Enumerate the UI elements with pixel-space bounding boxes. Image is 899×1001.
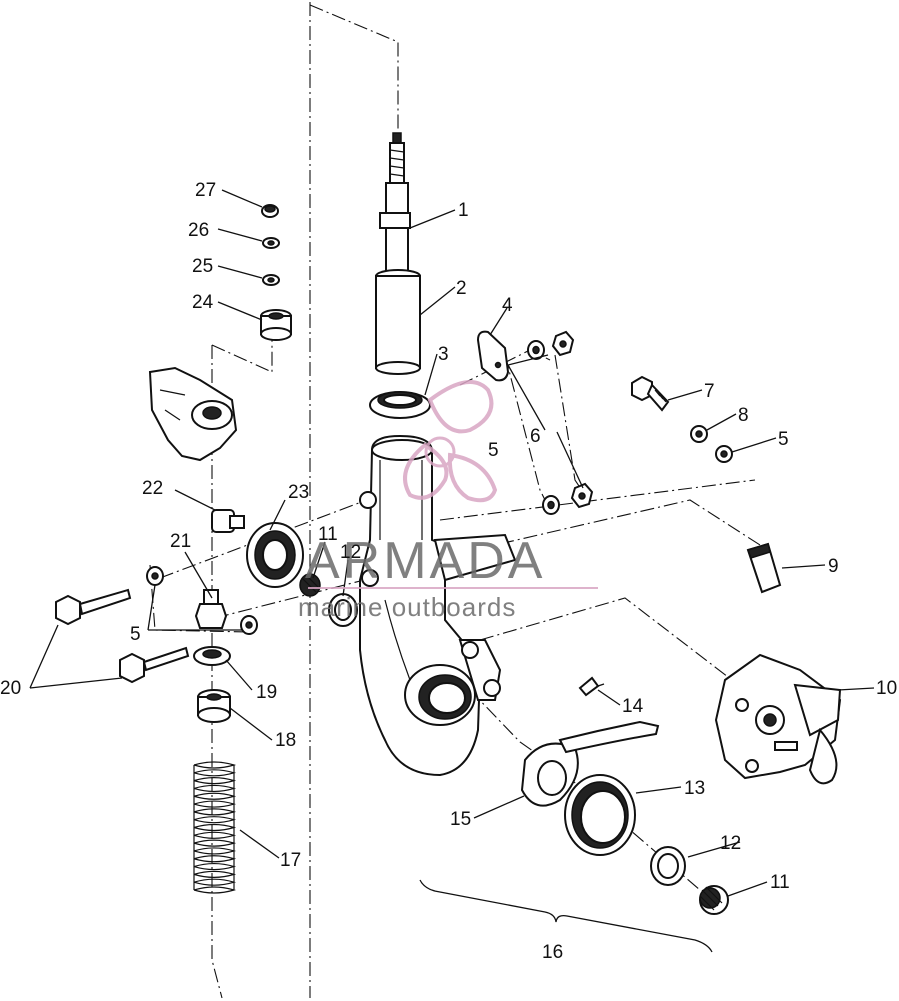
pivot-pin (211, 509, 245, 533)
bearing-cone-right (699, 885, 729, 915)
washer-lower (542, 495, 560, 515)
callout-4: 4 (502, 295, 513, 316)
shim-washer (520, 742, 579, 807)
callout-26: 26 (188, 220, 209, 241)
wedge-block (746, 542, 782, 594)
bushing-18 (197, 689, 231, 723)
callout-1: 1 (458, 200, 469, 221)
bushing (375, 269, 421, 375)
cover-assembly (714, 653, 842, 785)
callout-14: 14 (622, 696, 644, 717)
callout-8: 8 (738, 405, 749, 426)
group-bracket-16 (419, 879, 713, 953)
washer-26 (262, 237, 280, 249)
callout-13: 13 (684, 778, 705, 799)
bolt-20-upper (55, 588, 132, 626)
callout-2: 2 (456, 278, 467, 299)
bearing-cup (564, 774, 636, 856)
callout-23: 23 (288, 482, 309, 503)
watermark-brand: ARMADA (305, 532, 545, 590)
seal-ring-right (650, 846, 686, 886)
bearing-cone-left (299, 573, 321, 597)
callout-22: 22 (142, 478, 163, 499)
callout-25: 25 (192, 256, 213, 277)
callout-16: 16 (542, 942, 563, 963)
callout-labels: 1 2 3 4 5 5 5 6 7 8 9 10 11 11 12 12 13 … (0, 180, 897, 963)
callout-5-right: 5 (778, 429, 789, 450)
watermark: ARMADA marine outboards (298, 380, 598, 622)
propeller-logo-icon (403, 380, 498, 503)
callout-11-right: 11 (770, 872, 790, 893)
bolt-7 (631, 375, 670, 412)
callout-5-left: 5 (130, 624, 141, 645)
thrust-washer (369, 391, 431, 419)
mounting-bracket (148, 366, 238, 462)
callout-21: 21 (170, 531, 191, 552)
steering-shaft (379, 132, 411, 274)
callout-9: 9 (828, 556, 839, 577)
callout-7: 7 (704, 381, 715, 402)
washer-upper (527, 340, 545, 360)
assembly-center-lines (149, 2, 761, 999)
washer-5-left-a (146, 566, 164, 586)
callout-15: 15 (450, 809, 471, 830)
fitting-21 (194, 589, 228, 629)
callout-6: 6 (530, 426, 541, 447)
grease-fitting (578, 676, 605, 697)
callout-20: 20 (0, 678, 21, 699)
bolt-20-lower (119, 646, 190, 684)
washer-5-left-b (240, 615, 258, 635)
callout-5-center: 5 (488, 440, 499, 461)
leader-lines (29, 189, 875, 897)
tab-plate (476, 330, 510, 382)
callout-24: 24 (192, 292, 214, 313)
callout-12-left: 12 (340, 542, 361, 563)
callout-27: 27 (195, 180, 216, 201)
nut-19 (193, 646, 231, 666)
washer-8 (690, 425, 708, 443)
nut-24 (260, 309, 292, 341)
nut-upper (551, 330, 575, 357)
washer-5-right (715, 445, 733, 463)
bearing-23 (246, 522, 304, 588)
callout-3: 3 (438, 344, 449, 365)
callout-18: 18 (275, 730, 296, 751)
washer-25 (262, 274, 280, 286)
callout-12-right: 12 (720, 833, 741, 854)
nut-27 (261, 204, 279, 218)
callout-11-left: 11 (318, 524, 338, 545)
nut-lower (570, 482, 594, 509)
clip-strap (558, 720, 660, 754)
watermark-tagline: marine outboards (298, 592, 516, 622)
callout-10: 10 (876, 678, 897, 699)
callout-17: 17 (280, 850, 301, 871)
callout-19: 19 (256, 682, 277, 703)
coil-spring (193, 761, 237, 894)
